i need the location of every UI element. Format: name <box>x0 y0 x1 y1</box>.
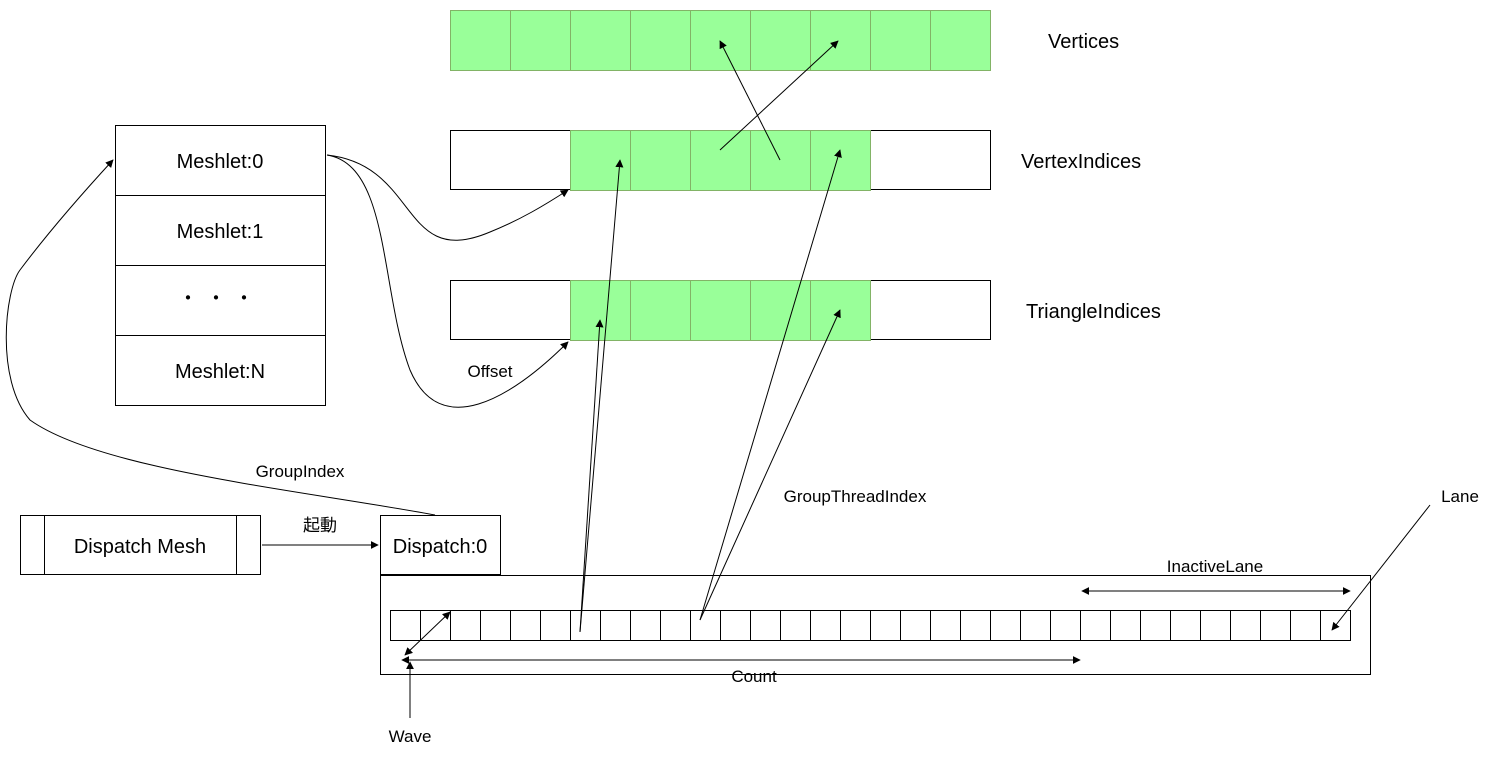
lane-cell-29 <box>1260 610 1291 641</box>
lane-cell-15 <box>840 610 871 641</box>
lane-cell-20 <box>990 610 1021 641</box>
offset-arrow <box>326 154 569 408</box>
lane-cell-9 <box>660 610 691 641</box>
thread-to-vertex-index-arrow-2 <box>699 149 842 621</box>
lane-pointer-arrow <box>1331 504 1431 631</box>
meshlet-box-1 <box>115 195 326 266</box>
lane-width-arrow <box>404 611 451 656</box>
lane-cell-10 <box>690 610 721 641</box>
vertex-lookup-arrow-1 <box>719 40 839 151</box>
vertex-cell-4 <box>690 10 751 71</box>
lane-cell-24 <box>1110 610 1141 641</box>
dispatch-mesh-label: Dispatch Mesh <box>74 536 206 558</box>
count-label: Count <box>731 667 777 686</box>
edge-labels: 起動 GroupIndex Offset GroupThreadIndex In… <box>256 362 1479 746</box>
vertex-index-cell-0 <box>570 130 631 191</box>
vertex-cell-7 <box>870 10 931 71</box>
lane-cell-13 <box>780 610 811 641</box>
connectors <box>5 40 1431 718</box>
vertex-lookup-arrow-2 <box>719 40 781 161</box>
meshlet-label-1: Meshlet:1 <box>177 221 264 243</box>
group-thread-index-label: GroupThreadIndex <box>784 487 927 506</box>
group-index-label: GroupIndex <box>256 462 345 481</box>
vertices-label: Vertices <box>1048 31 1119 53</box>
lane-cell-30 <box>1290 610 1321 641</box>
lane-cell-18 <box>930 610 961 641</box>
meshlet-label-n: Meshlet:N <box>175 361 265 383</box>
meshlet-label-ellipsis: ・・・ <box>178 288 262 310</box>
vertex-cell-5 <box>750 10 811 71</box>
triangle-index-cell-0 <box>570 280 631 341</box>
vertex-index-cell-3 <box>750 130 811 191</box>
group-index-arrow <box>5 159 436 516</box>
offset-label: Offset <box>467 362 512 381</box>
vertices-row: Vertices <box>450 10 1119 71</box>
vertex-cell-6 <box>810 10 871 71</box>
lane-cell-11 <box>720 610 751 641</box>
triangle-index-cell-1 <box>630 280 691 341</box>
vertex-cell-8 <box>930 10 991 71</box>
meshlet-to-vertex-indices-arrow <box>326 154 569 241</box>
vertex-index-cell-2 <box>690 130 751 191</box>
lane-cell-19 <box>960 610 991 641</box>
lane-cell-27 <box>1200 610 1231 641</box>
dispatch-label: Dispatch:0 <box>393 536 488 558</box>
triangle-index-cell-3 <box>750 280 811 341</box>
lane-cell-3 <box>480 610 511 641</box>
vertex-cell-2 <box>570 10 631 71</box>
thread-to-triangle-index-arrow-2 <box>699 309 841 621</box>
lane-cell-28 <box>1230 610 1261 641</box>
lane-cell-5 <box>540 610 571 641</box>
meshlet-box-0 <box>115 125 326 196</box>
lane-cell-2 <box>450 610 481 641</box>
lane-cell-26 <box>1170 610 1201 641</box>
lane-cell-12 <box>750 610 781 641</box>
meshlet-label-0: Meshlet:0 <box>177 151 264 173</box>
vertex-cell-0 <box>450 10 511 71</box>
vertex-indices-label: VertexIndices <box>1021 151 1141 173</box>
lane-cell-7 <box>600 610 631 641</box>
lane-cell-17 <box>900 610 931 641</box>
dispatch-box: Dispatch:0 <box>380 515 501 575</box>
launch-label: 起動 <box>303 516 337 535</box>
dispatch-mesh-box: Dispatch Mesh <box>20 515 261 575</box>
meshlet-box-n <box>115 335 326 406</box>
lane-cell-23 <box>1080 610 1111 641</box>
vertex-cell-1 <box>510 10 571 71</box>
lane-cell-8 <box>630 610 661 641</box>
thread-to-triangle-index-arrow-1 <box>579 319 604 633</box>
thread-to-vertex-index-arrow-1 <box>579 159 624 633</box>
lane-cell-14 <box>810 610 841 641</box>
triangle-index-cell-2 <box>690 280 751 341</box>
lane-cell-22 <box>1050 610 1081 641</box>
meshlet-stack: Meshlet:0 Meshlet:1 ・・・ Meshlet:N <box>115 125 326 406</box>
lane-label: Lane <box>1441 487 1479 506</box>
lane-cell-4 <box>510 610 541 641</box>
lane-cell-25 <box>1140 610 1171 641</box>
lane-cell-0 <box>390 610 421 641</box>
wave-label: Wave <box>389 727 432 746</box>
lane-cell-6 <box>570 610 601 641</box>
meshlet-box-ellipsis <box>115 265 326 336</box>
lane-cell-21 <box>1020 610 1051 641</box>
triangle-index-cell-4 <box>810 280 871 341</box>
vertex-index-cell-1 <box>630 130 691 191</box>
lane-cell-16 <box>870 610 901 641</box>
vertex-index-cell-4 <box>810 130 871 191</box>
triangle-indices-label: TriangleIndices <box>1026 301 1161 323</box>
vertex-indices-row: VertexIndices <box>450 130 1141 191</box>
triangle-indices-row: TriangleIndices <box>450 280 1161 341</box>
lane-cells <box>390 610 1351 641</box>
inactive-lane-label: InactiveLane <box>1167 557 1263 576</box>
vertex-cell-3 <box>630 10 691 71</box>
